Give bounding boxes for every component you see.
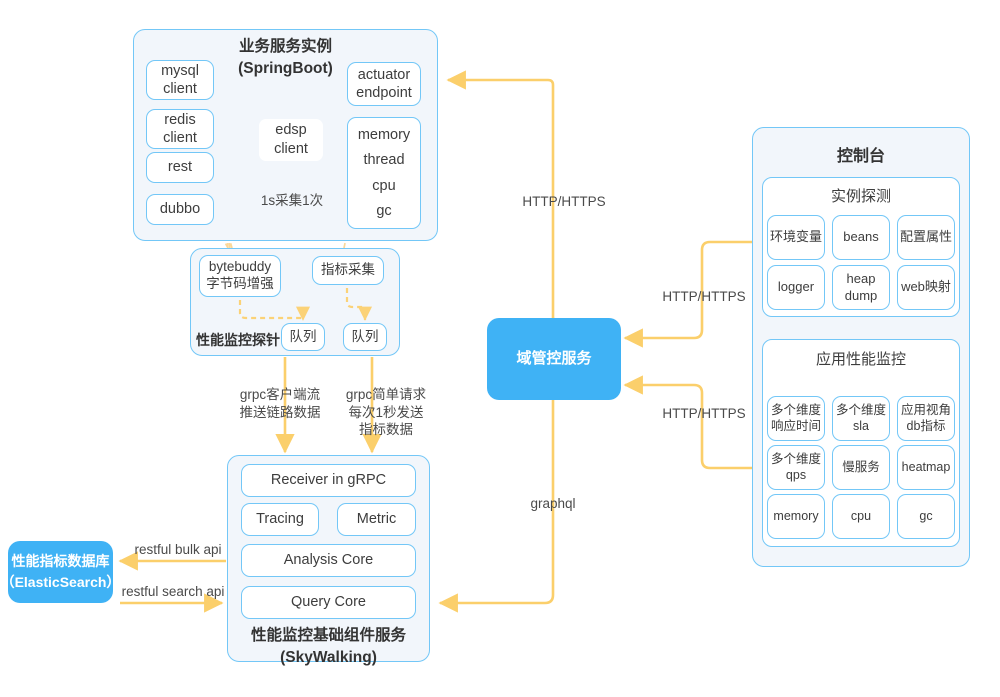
node-actuator-endpoint[interactable]: actuator endpoint (347, 62, 421, 106)
edge-http-bottom (623, 375, 752, 470)
console-item-memory[interactable]: memory (767, 494, 825, 539)
node-bytebuddy-line2: 字节码增强 (206, 276, 274, 291)
node-jvm-metrics[interactable]: memory thread cpu gc (347, 117, 421, 229)
label-restful-bulk: restful bulk api (134, 542, 222, 557)
console-item-qps[interactable]: 多个维度 qps (767, 445, 825, 490)
metric-memory: memory (357, 127, 411, 144)
domain-service-label: 域管控服务 (516, 349, 592, 367)
node-rest[interactable]: rest (146, 152, 214, 183)
node-queue-left-label: 队列 (289, 328, 317, 344)
node-actuator-line1: actuator (357, 66, 411, 83)
node-receiver-grpc-label: Receiver in gRPC (270, 472, 387, 489)
metric-gc: gc (376, 202, 392, 219)
console-item-response-time[interactable]: 多个维度 响应时间 (767, 396, 825, 441)
elasticsearch-line1: 性能指标数据库 (11, 553, 110, 569)
node-dubbo[interactable]: dubbo (146, 194, 214, 225)
console-item-db-metrics[interactable]: 应用视角 db指标 (897, 396, 955, 441)
console-item-web-mapping[interactable]: web映射 (897, 265, 955, 310)
domain-service-box[interactable]: 域管控服务 (487, 318, 621, 400)
node-analysis-core[interactable]: Analysis Core (241, 544, 416, 577)
node-receiver-grpc[interactable]: Receiver in gRPC (241, 464, 416, 497)
label-grpc-stream: grpc客户端流 推送链路数据 (239, 387, 321, 420)
label-restful-search: restful search api (121, 584, 225, 599)
label-http-bottom: HTTP/HTTPS (662, 406, 746, 421)
skywalking-title-line2: (SkyWalking) (280, 649, 377, 667)
node-query-core-label: Query Core (291, 594, 366, 611)
console-item-slow-service[interactable]: 慢服务 (832, 445, 890, 490)
node-metric-collector-label: 指标采集 (321, 262, 375, 278)
node-metric-label: Metric (356, 511, 397, 528)
node-redis-client-line2: client (163, 130, 197, 146)
springboot-title-line1: 业务服务实例 (238, 38, 332, 55)
node-redis-client[interactable]: redis client (146, 109, 214, 149)
metric-cpu: cpu (372, 177, 396, 194)
node-mysql-client-line1: mysql (161, 62, 199, 79)
skywalking-title-line1: 性能监控基础组件服务 (250, 627, 406, 644)
node-metric[interactable]: Metric (337, 503, 416, 536)
node-rest-label: rest (167, 159, 193, 176)
console-item-beans[interactable]: beans (832, 215, 890, 260)
console-item-logger[interactable]: logger (767, 265, 825, 310)
label-http-top: HTTP/HTTPS (522, 194, 606, 209)
node-metric-collector[interactable]: 指标采集 (312, 256, 384, 285)
console-item-cpu[interactable]: cpu (832, 494, 890, 539)
node-mysql-client-line2: client (163, 81, 197, 97)
node-redis-client-line1: redis (164, 111, 196, 128)
node-bytebuddy[interactable]: bytebuddy 字节码增强 (199, 255, 281, 297)
node-dubbo-label: dubbo (159, 201, 201, 218)
console-section2-title: 应用性能监控 (815, 351, 906, 368)
console-item-heap-dump[interactable]: heap dump (832, 265, 890, 310)
node-mysql-client[interactable]: mysql client (146, 60, 214, 100)
console-item-gc[interactable]: gc (897, 494, 955, 539)
console-title: 控制台 (836, 148, 885, 165)
probe-title: 性能监控探针 (196, 332, 280, 348)
node-queue-right[interactable]: 队列 (343, 323, 387, 351)
console-section1-title: 实例探测 (830, 188, 891, 205)
skywalking-title: 性能监控基础组件服务 (SkyWalking) (237, 625, 420, 670)
node-query-core[interactable]: Query Core (241, 586, 416, 619)
metric-thread: thread (363, 152, 405, 169)
node-queue-right-label: 队列 (351, 328, 379, 344)
node-tracing-label: Tracing (256, 511, 304, 528)
label-graphql: graphql (530, 496, 576, 511)
node-edsp-client[interactable]: edsp client (259, 119, 323, 161)
node-tracing[interactable]: Tracing (241, 503, 319, 536)
node-edsp-client-line2: client (274, 141, 308, 157)
label-http-mid: HTTP/HTTPS (662, 289, 746, 304)
console-item-config-props[interactable]: 配置属性 (897, 215, 955, 260)
console-item-heatmap[interactable]: heatmap (897, 445, 955, 490)
label-grpc-simple: grpc简单请求 每次1秒发送 指标数据 (345, 387, 427, 438)
node-queue-left[interactable]: 队列 (281, 323, 325, 351)
node-actuator-line2: endpoint (356, 85, 412, 101)
node-analysis-core-label: Analysis Core (283, 552, 374, 569)
node-bytebuddy-line1: bytebuddy (208, 259, 272, 275)
elasticsearch-box[interactable]: 性能指标数据库 （ElasticSearch） (1, 541, 120, 603)
node-edsp-client-line1: edsp (275, 122, 307, 139)
console-item-env-vars[interactable]: 环境变量 (767, 215, 825, 260)
springboot-title: 业务服务实例 (SpringBoot) (153, 36, 418, 81)
springboot-title-line2: (SpringBoot) (238, 60, 333, 78)
label-sample-rate: 1s采集1次 (260, 193, 324, 208)
console-item-sla[interactable]: 多个维度 sla (832, 396, 890, 441)
elasticsearch-line2: （ElasticSearch） (0, 574, 121, 590)
